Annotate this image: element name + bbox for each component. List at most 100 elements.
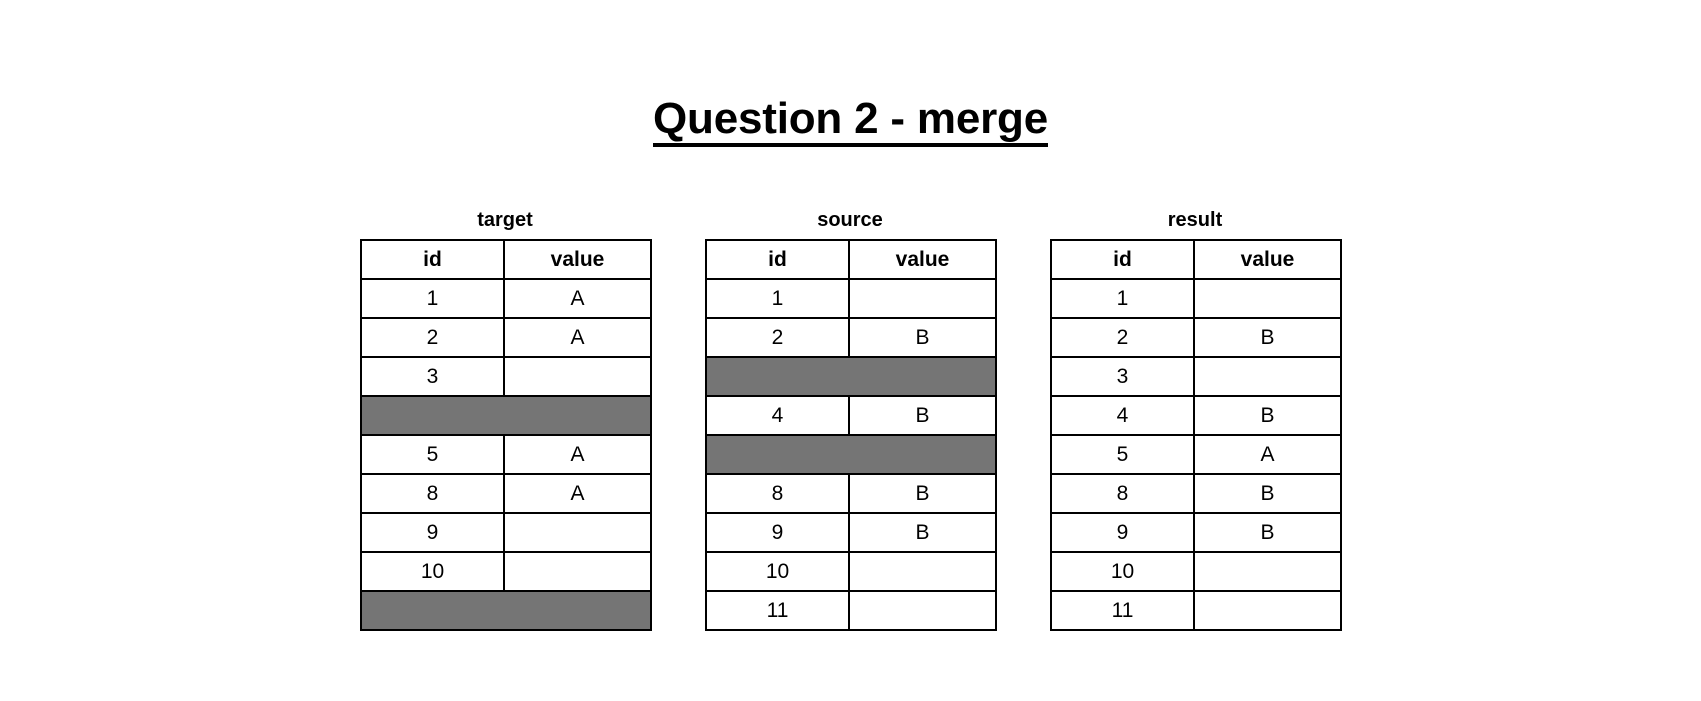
cell-value	[1193, 590, 1342, 631]
table-row: 10	[705, 551, 997, 592]
cell-id: 8	[1050, 473, 1195, 514]
column-header-value: value	[503, 239, 652, 280]
cell-value: B	[848, 473, 997, 514]
cell-value: B	[1193, 395, 1342, 436]
missing-row-band	[360, 590, 652, 631]
cell-id: 1	[705, 278, 850, 319]
cell-value: B	[848, 395, 997, 436]
cell-value: B	[1193, 317, 1342, 358]
table-row: 3	[360, 356, 652, 397]
cell-value	[1193, 551, 1342, 592]
cell-value	[848, 590, 997, 631]
cell-id: 5	[360, 434, 505, 475]
cell-id: 3	[360, 356, 505, 397]
cell-value: B	[848, 512, 997, 553]
cell-id: 8	[360, 473, 505, 514]
cell-id: 2	[705, 317, 850, 358]
cell-id: 5	[1050, 434, 1195, 475]
column-header-value: value	[1193, 239, 1342, 280]
table-row: 11	[1050, 590, 1342, 631]
cell-value	[503, 512, 652, 553]
cell-id: 9	[705, 512, 850, 553]
table-header-row: id value	[360, 239, 652, 280]
cell-id: 3	[1050, 356, 1195, 397]
cell-id: 10	[360, 551, 505, 592]
cell-value	[848, 278, 997, 319]
cell-value	[503, 551, 652, 592]
page-title-text: Question 2 - merge	[653, 95, 1048, 148]
cell-id: 4	[1050, 395, 1195, 436]
cell-value	[848, 551, 997, 592]
cell-id: 2	[1050, 317, 1195, 358]
table-header-row: id value	[705, 239, 997, 280]
table-header-row: id value	[1050, 239, 1342, 280]
missing-row-band	[705, 434, 997, 475]
table-row: 3	[1050, 356, 1342, 397]
cell-id: 9	[360, 512, 505, 553]
cell-value	[503, 356, 652, 397]
table-row: 1	[1050, 278, 1342, 319]
cell-value: A	[1193, 434, 1342, 475]
cell-id: 11	[1050, 590, 1195, 631]
cell-value: A	[503, 473, 652, 514]
cell-id: 1	[360, 278, 505, 319]
cell-id: 1	[1050, 278, 1195, 319]
table-row: 11	[705, 590, 997, 631]
table-row: 9	[360, 512, 652, 553]
table-row: 1	[705, 278, 997, 319]
cell-value: B	[1193, 473, 1342, 514]
column-header-id: id	[360, 239, 505, 280]
column-header-id: id	[1050, 239, 1195, 280]
table-row-missing	[705, 434, 997, 475]
cell-id: 10	[1050, 551, 1195, 592]
cell-id: 2	[360, 317, 505, 358]
cell-value: B	[1193, 512, 1342, 553]
cell-value: A	[503, 278, 652, 319]
cell-id: 4	[705, 395, 850, 436]
table-row-missing	[705, 356, 997, 397]
missing-row-band	[360, 395, 652, 436]
missing-row-band	[705, 356, 997, 397]
column-header-value: value	[848, 239, 997, 280]
cell-value: A	[503, 317, 652, 358]
table-row-missing	[360, 590, 652, 631]
cell-value	[1193, 356, 1342, 397]
cell-id: 8	[705, 473, 850, 514]
column-header-id: id	[705, 239, 850, 280]
page-title: Question 2 - merge	[0, 95, 1701, 148]
table-row-missing	[360, 395, 652, 436]
cell-id: 11	[705, 590, 850, 631]
cell-id: 10	[705, 551, 850, 592]
table-row: 10	[360, 551, 652, 592]
cell-value	[1193, 278, 1342, 319]
table-row: 10	[1050, 551, 1342, 592]
table-caption-target: target	[477, 209, 533, 231]
table-caption-source: source	[817, 209, 883, 231]
cell-id: 9	[1050, 512, 1195, 553]
table-caption-result: result	[1167, 209, 1223, 231]
cell-value: B	[848, 317, 997, 358]
